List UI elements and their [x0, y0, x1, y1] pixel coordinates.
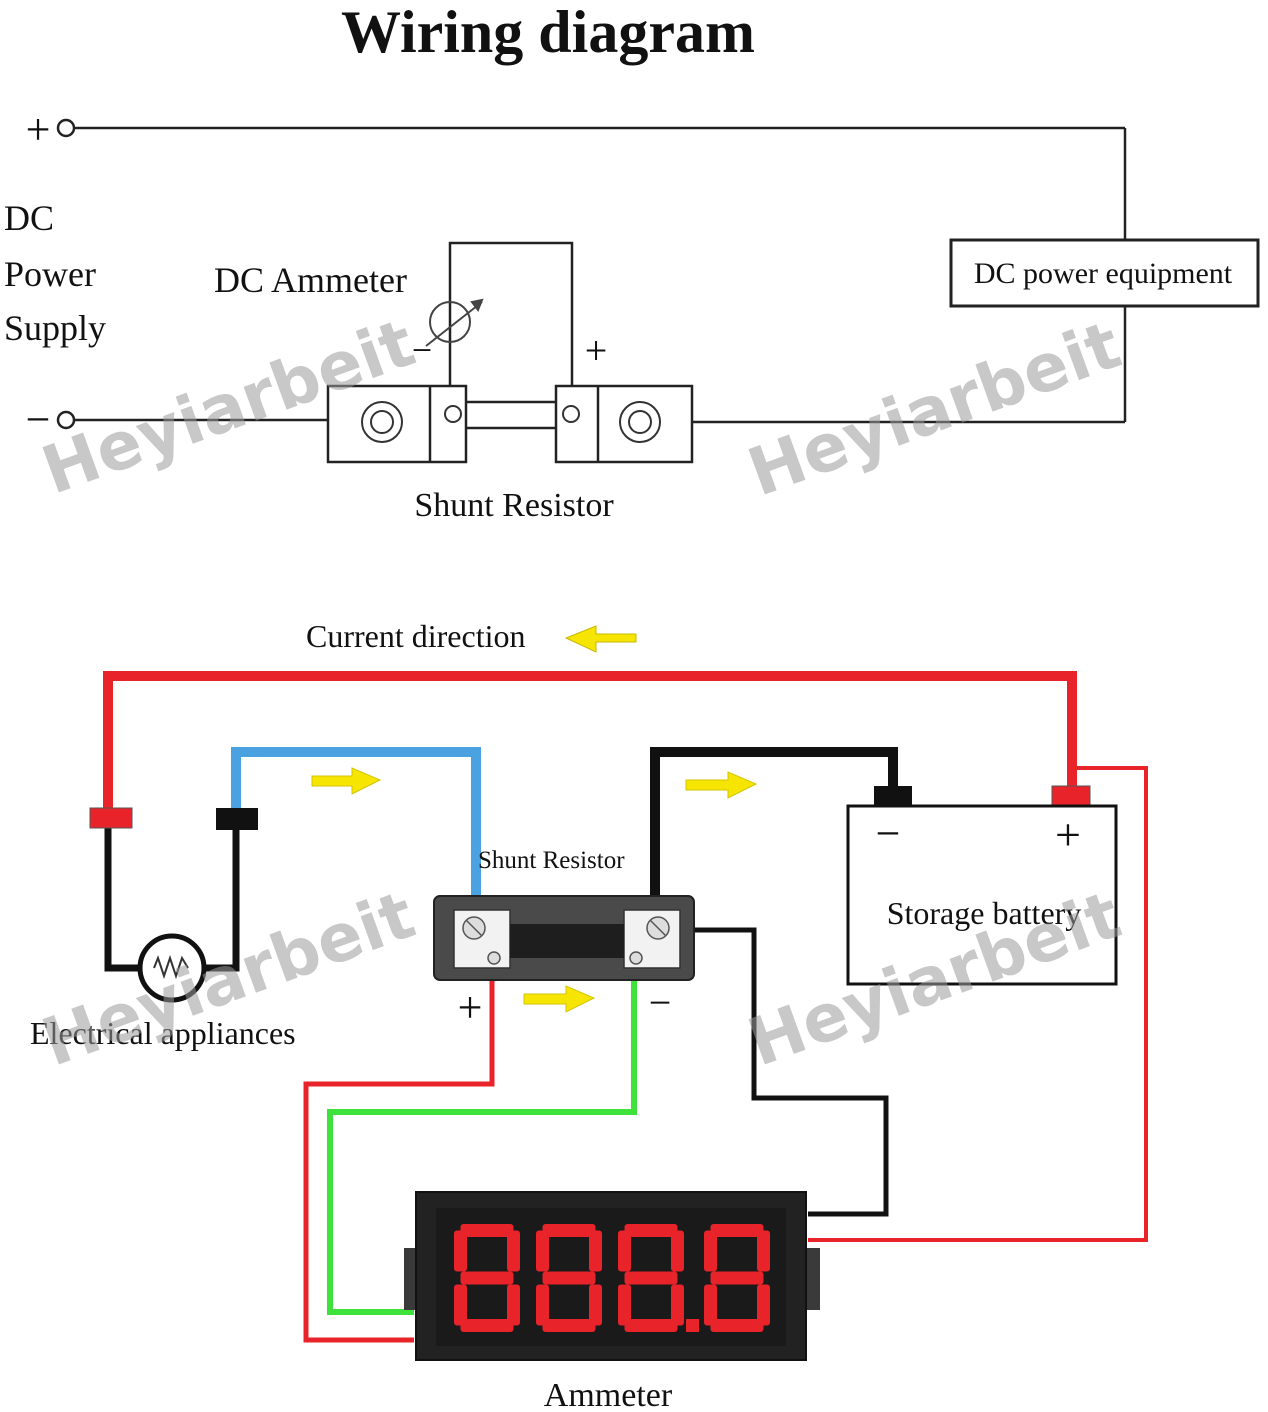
dc-ammeter-label: DC Ammeter	[214, 260, 407, 300]
dc-power-supply-line-1: DC	[4, 198, 54, 238]
electrical-appliances-label: Electrical appliances	[30, 1015, 296, 1051]
display-digit-1-segment-f	[536, 1230, 549, 1272]
display-digit-3-segment-b	[757, 1230, 770, 1272]
top-shunt-bolt-icon	[361, 401, 661, 443]
shunt-plus-symbol: +	[458, 983, 483, 1032]
battery-minus-terminal-icon	[874, 786, 912, 808]
display-digit-0-segment-d	[460, 1319, 514, 1332]
battery-plus-symbol: +	[1055, 809, 1081, 860]
display-digit-0-segment-f	[454, 1230, 467, 1272]
display-digit-0-segment-g	[460, 1271, 514, 1285]
bottom-shunt-resistor-label: Shunt Resistor	[478, 847, 625, 874]
ammeter-label: Ammeter	[544, 1377, 673, 1412]
storage-battery-label: Storage battery	[887, 895, 1082, 931]
flow-arrow-icon	[311, 767, 758, 1013]
display-digit-3-segment-f	[704, 1230, 717, 1272]
top-shunt-resistor-label: Shunt Resistor	[414, 487, 614, 524]
current-direction-arrow-icon	[564, 625, 637, 653]
display-digit-3-segment-a	[710, 1224, 764, 1237]
display-digit-1-segment-c	[589, 1284, 602, 1326]
ammeter-minus-symbol: −	[412, 330, 432, 370]
display-digit-1-segment-a	[542, 1224, 596, 1237]
display-digit-1-segment-g	[542, 1271, 596, 1285]
dc-power-supply-line-3: Supply	[4, 308, 106, 348]
shunt-minus-symbol: −	[649, 980, 672, 1025]
display-digit-2-segment-a	[624, 1224, 678, 1237]
battery-minus-symbol: −	[876, 809, 901, 858]
storage-battery-box	[846, 804, 1118, 986]
display-digit-0-segment-e	[454, 1284, 467, 1326]
display-digit-3-segment-g	[710, 1271, 764, 1285]
minus-terminal-icon	[56, 410, 76, 430]
appliance-resistor-icon	[153, 954, 189, 980]
display-digit-2-segment-d	[624, 1319, 678, 1332]
dc-power-equipment-box	[949, 238, 1260, 308]
black-connector-icon	[216, 808, 258, 830]
minus-terminal-symbol: −	[26, 395, 51, 444]
display-digit-2-segment-f	[618, 1230, 631, 1272]
appliance-icon	[137, 933, 207, 1003]
display-digit-2-segment-b	[671, 1230, 684, 1272]
display-digit-0-segment-b	[507, 1230, 520, 1272]
plus-terminal-symbol: +	[26, 105, 51, 154]
display-digit-0-segment-a	[460, 1224, 514, 1237]
display-digit-2-segment-c	[671, 1284, 684, 1326]
red-connector-icon	[89, 807, 133, 829]
current-direction-label: Current direction	[306, 618, 525, 654]
display-digit-1-segment-b	[589, 1230, 602, 1272]
dc-power-supply-line-2: Power	[4, 254, 96, 294]
ammeter-plus-symbol: +	[585, 328, 608, 373]
display-digit-3-segment-d	[710, 1319, 764, 1332]
dc-power-equipment-label: DC power equipment	[974, 257, 1233, 290]
watermark-2: Heyiarbeit	[738, 306, 1130, 511]
plus-terminal-icon	[56, 118, 76, 138]
ammeter-symbol-icon	[425, 298, 484, 347]
display-digit-0-segment-c	[507, 1284, 520, 1326]
display-decimal-point	[686, 1319, 699, 1332]
display-digit-3-segment-e	[704, 1284, 717, 1326]
display-digit-2-segment-e	[618, 1284, 631, 1326]
ammeter-side-tab-right	[806, 1248, 820, 1310]
display-digit-1-segment-d	[542, 1319, 596, 1332]
ammeter-side-tab-left	[404, 1248, 418, 1310]
display-digit-2-segment-g	[624, 1271, 678, 1285]
display-digit-1-segment-e	[536, 1284, 549, 1326]
wires	[103, 671, 1148, 1343]
display-digit-3-segment-c	[757, 1284, 770, 1326]
bottom-shunt-screw-icon	[462, 916, 670, 965]
ammeter-segment-display	[454, 1224, 770, 1332]
top-shunt-resistor	[326, 384, 694, 464]
diagram-title: Wiring diagram	[341, 0, 755, 65]
